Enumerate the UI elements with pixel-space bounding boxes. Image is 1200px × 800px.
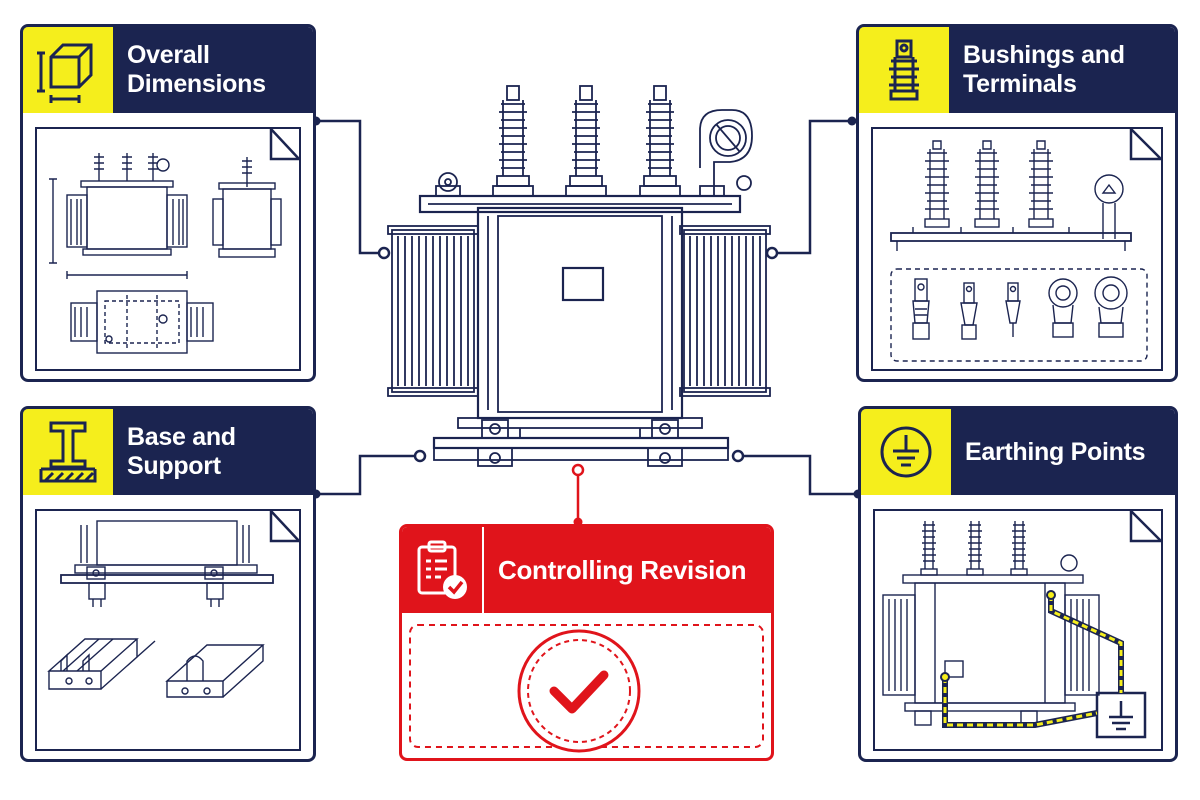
panel-header: Overall Dimensions [23,27,313,113]
panel-title-line1: Base and [127,423,236,451]
hv-bushings [492,85,681,197]
panel-title-line2: Dimensions [127,70,266,98]
revision-body [409,624,764,753]
dimensions-drawing-sheet [35,127,301,371]
bushings-drawing-sheet [871,127,1163,371]
panel-title: Earthing Points [965,437,1146,466]
panel-title-line2: Support [127,452,221,480]
earthing-drawing-sheet [873,509,1163,751]
conservator [699,109,753,196]
clipboard-check-icon [402,527,484,613]
steel-beam-icon [23,409,113,495]
revision-header: Controlling Revision [402,527,771,613]
cube-dimensions-icon [23,27,113,113]
panel-earthing-points[interactable]: Earthing Points [858,406,1178,762]
base-drawing-sheet [35,509,301,751]
right-radiator [679,225,771,397]
panel-base-support[interactable]: Base and Support [20,406,316,762]
earth-ground-icon [861,409,951,495]
panel-overall-dimensions[interactable]: Overall Dimensions [20,24,316,382]
revision-title: Controlling Revision [498,554,747,585]
bushing-terminal-icon [859,27,949,113]
check-circle-icon [517,629,641,753]
panel-header: Base and Support [23,409,313,495]
controlling-revision-panel[interactable]: Controlling Revision [399,524,774,761]
panel-title-line1: Overall [127,41,210,69]
panel-header: Earthing Points [861,409,1175,495]
panel-title-line1: Bushings and [963,41,1125,69]
left-radiator [387,225,479,397]
panel-header: Bushings and Terminals [859,27,1175,113]
panel-title-line2: Terminals [963,70,1077,98]
panel-bushings-terminals[interactable]: Bushings and Terminals [856,24,1178,382]
